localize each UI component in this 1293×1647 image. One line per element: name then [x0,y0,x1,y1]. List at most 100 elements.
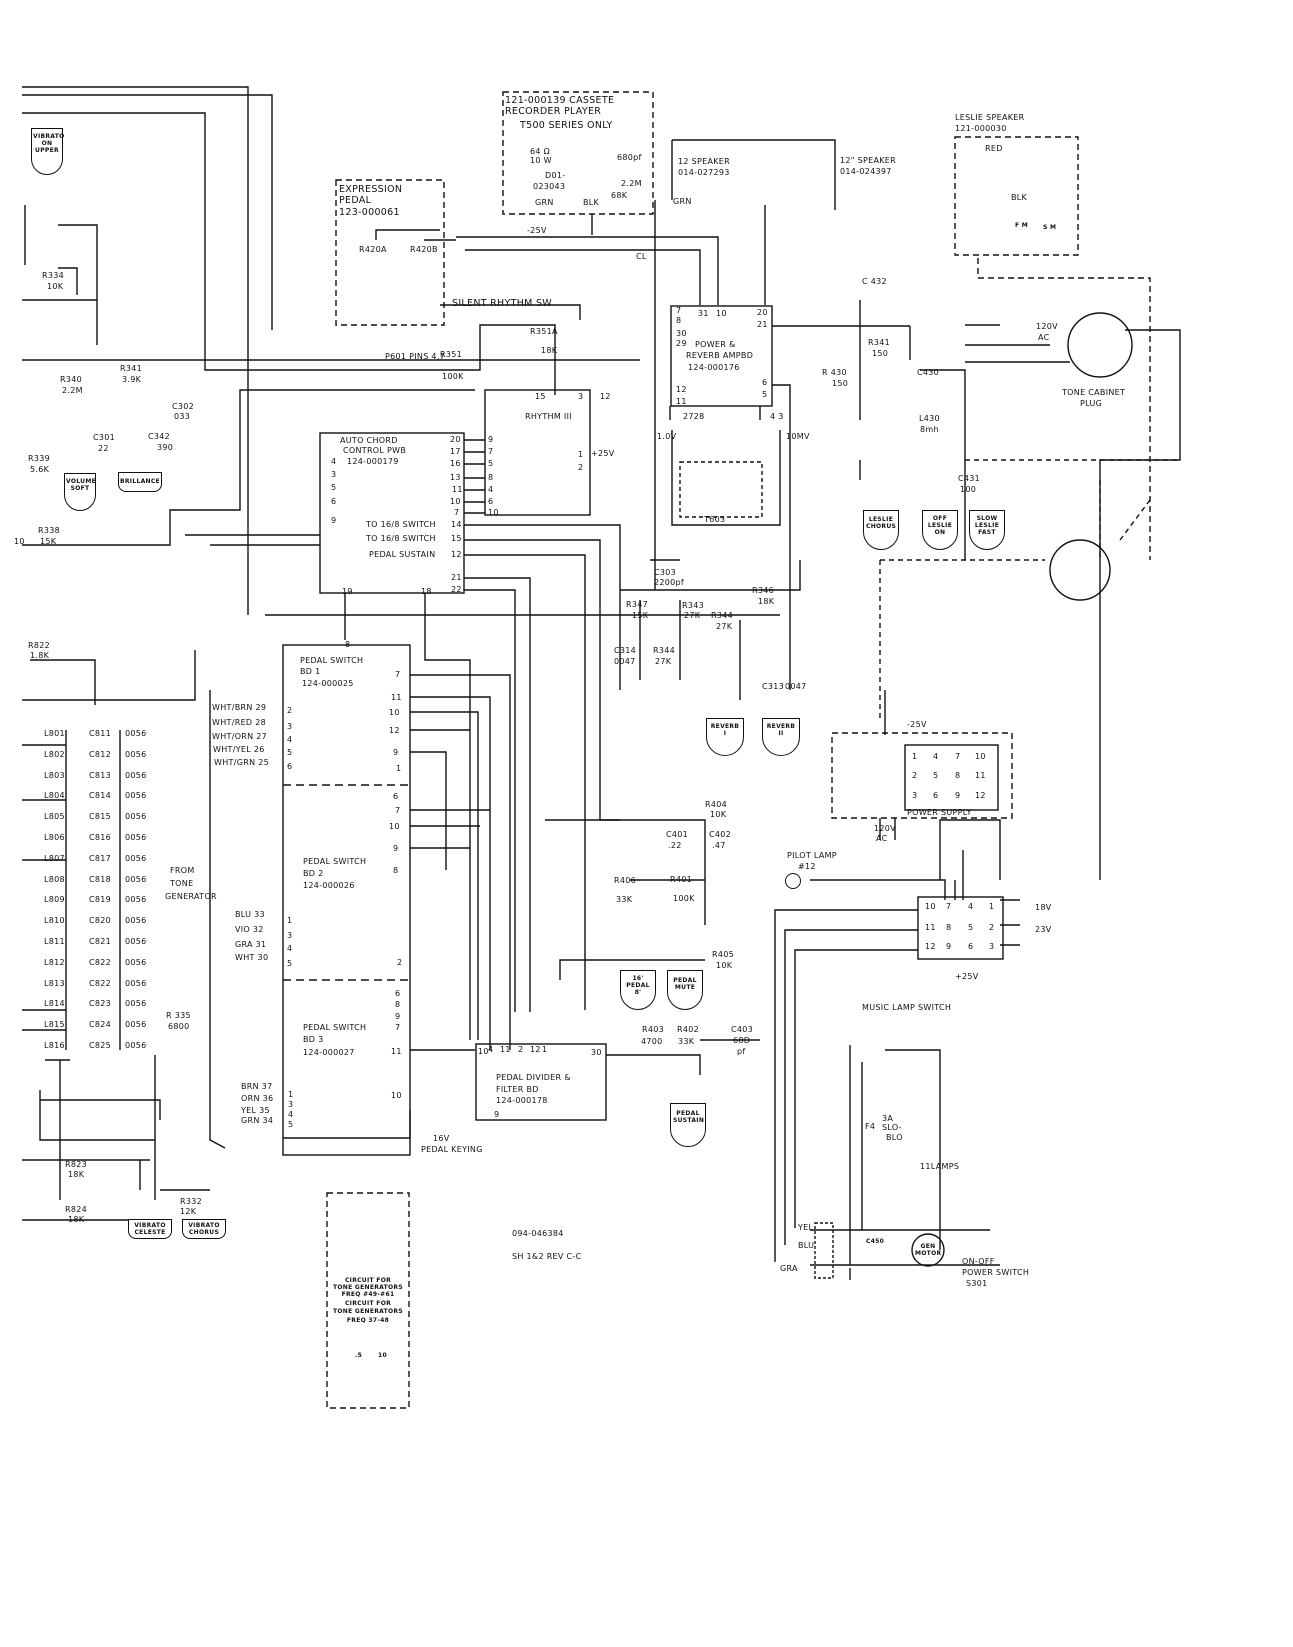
pin: 5 [933,771,939,780]
coil-label: L809 [44,895,65,905]
capacitor-value: 0056 [125,937,147,946]
pin: 4 [488,485,494,494]
wire-color: BLK [583,198,600,207]
pin: 21 [451,573,462,582]
pin: 12 [389,726,400,735]
reverb-2-tab[interactable]: REVERB II [762,718,800,756]
leslie-on-off-tab[interactable]: OFF LESLIE ON [922,510,958,550]
output-connector [917,896,1004,960]
pin: 1 [912,752,918,761]
resistor-value: 68K [611,191,628,200]
capacitor-label: C431 [958,474,981,483]
board-title: CONTROL PWB [343,446,407,455]
speaker-label: 12 SPEAKER [678,157,731,166]
resistor-label: R401 [670,875,693,884]
vibrato-chorus-tab[interactable]: VIBRATO CHORUS [182,1219,226,1239]
capacitor-value: 033 [174,412,191,421]
board-title: PEDAL SWITCH [303,1023,367,1032]
pin: 4 [933,752,939,761]
pin: 6 [395,989,401,998]
capacitor-value: 0056 [125,1020,147,1030]
pin: 11 [500,1045,511,1054]
resistor-value: 10 [378,1352,387,1359]
capacitor-label: C818 [89,874,112,884]
tab-label: OFF LESLIE ON [927,515,953,536]
voltage-label: 10MV [786,432,810,441]
function-label: PEDAL SUSTAIN [369,550,436,559]
wire [774,819,1001,1262]
resistor-label: R 335 [166,1011,191,1020]
voltage-label: +25V [955,972,979,981]
pin: 3 [912,791,918,800]
pin: 7 [488,447,494,456]
brilliance-tab[interactable]: BRILLANCE [118,472,162,492]
pin: 9 [393,844,399,853]
plug-label: PLUG [1080,399,1103,408]
pin: 11 [925,923,936,932]
capacitor-label: C822 [89,957,112,967]
board-divider [283,784,410,981]
volume-soft-tab[interactable]: VOLUME SOFT [64,473,96,511]
pedal-sustain-tab[interactable]: PEDAL SUSTAIN [670,1103,706,1147]
pin: 8 [345,640,351,649]
coil-label: L814 [44,999,65,1009]
capacitor-value: 0056 [125,916,147,926]
leslie-chorus-tab[interactable]: LESLIE CHORUS [863,510,899,550]
pin: 3 [331,470,337,479]
pin: 29 [676,339,687,348]
pin: 2728 [683,412,705,421]
gen-motor [911,1233,945,1267]
pin: 8 [955,771,961,780]
pin: 12 [975,791,986,800]
pin: 8 [488,473,494,482]
reverb-1-tab[interactable]: REVERB I [706,718,744,756]
resistor-label: R344 [711,611,734,620]
resistor-value: 6800 [168,1022,190,1031]
board-part: 124-000026 [303,881,355,890]
pedal-mute-tab[interactable]: PEDAL MUTE [667,970,703,1010]
fuse-rating: 3A [882,1114,894,1123]
pedal-keying-label: PEDAL KEYING [421,1145,483,1154]
pin: 12 [530,1045,541,1054]
wire [810,1045,1000,1280]
pin: 9 [488,435,494,444]
capacitor-value: 22 [98,444,109,453]
vibrato-celeste-tab[interactable]: VIBRATO CELESTE [128,1219,172,1239]
capacitor-value: 0056 [125,791,147,801]
ac-label: AC [876,834,888,843]
leslie-title: LESLIE SPEAKER [955,113,1025,122]
wire [22,86,556,615]
pin: 10 [391,1091,402,1100]
amp-title: POWER & [695,340,736,349]
pin: 10 [389,708,400,717]
power-supply-socket [904,744,999,811]
motor-terminal-strip [814,1222,834,1279]
tab-label: VOLUME SOFT [66,478,96,492]
leslie-speed-tab[interactable]: SLOW LESLIE FAST [969,510,1005,550]
wire [410,674,511,1051]
pin: 8 [393,866,399,875]
vibrato-on-upper-tab[interactable]: VIBRATO ON UPPER [31,128,64,175]
pin: 15 [451,534,462,543]
resistor-label: R338 [38,526,61,535]
resistor-label: R334 [42,271,65,280]
capacitor-label: C401 [666,830,689,839]
tone-gen-note: FREQ #49-#61 [341,1291,395,1298]
capacitor-label: C303 [654,568,677,577]
capacitor-label: C820 [89,916,112,926]
wire-color: GRA [780,1264,798,1273]
capacitor-label: C403 [731,1025,754,1034]
function-label: TO 16/8 SWITCH [366,534,436,543]
plug-label: TONE CABINET [1062,388,1126,397]
pin: 4 [488,1045,494,1054]
music-lamp-switch-label: MUSIC LAMP SWITCH [862,1003,952,1012]
diode-label: D01- [545,171,566,180]
pedal-16-8-tab[interactable]: 16' PEDAL 8' [620,970,656,1010]
leslie-part: 121-000030 [955,124,1007,133]
pilot-lamp-icon [785,873,801,889]
capacitor-label: C302 [172,402,195,411]
resistor-label: R346 [752,586,775,595]
capacitor-value: 0056 [125,770,147,780]
tone-cabinet-plug [1067,312,1133,378]
wire-color: YEL [798,1223,814,1232]
